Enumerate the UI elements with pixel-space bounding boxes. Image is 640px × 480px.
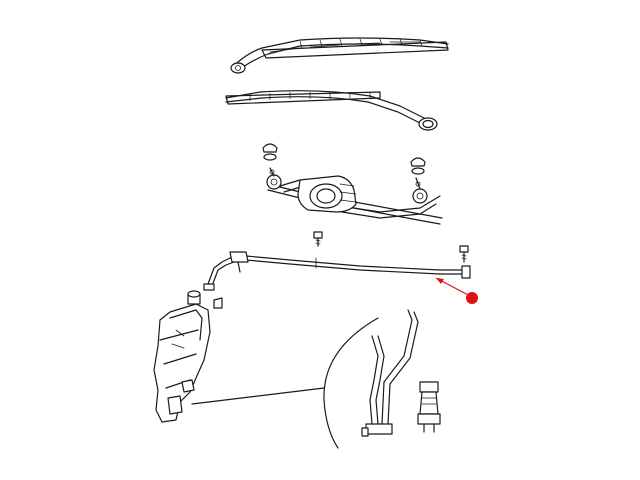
passenger-wiper-arm-blade[interactable] xyxy=(225,90,438,131)
wiper-pivot-caps[interactable] xyxy=(262,143,426,175)
driver-wiper-arm-blade[interactable] xyxy=(230,37,449,74)
washer-pump-detail[interactable] xyxy=(323,309,441,449)
washer-reservoir[interactable] xyxy=(153,290,223,423)
detail-leader-line xyxy=(191,387,325,405)
washer-hose-fastener[interactable] xyxy=(459,245,469,263)
linkage-mount-bolt[interactable] xyxy=(313,231,323,247)
callout-dot[interactable] xyxy=(466,292,478,304)
washer-hose-callout[interactable] xyxy=(435,277,478,304)
washer-hose[interactable] xyxy=(203,251,471,291)
wiper-motor-linkage[interactable] xyxy=(266,167,443,225)
